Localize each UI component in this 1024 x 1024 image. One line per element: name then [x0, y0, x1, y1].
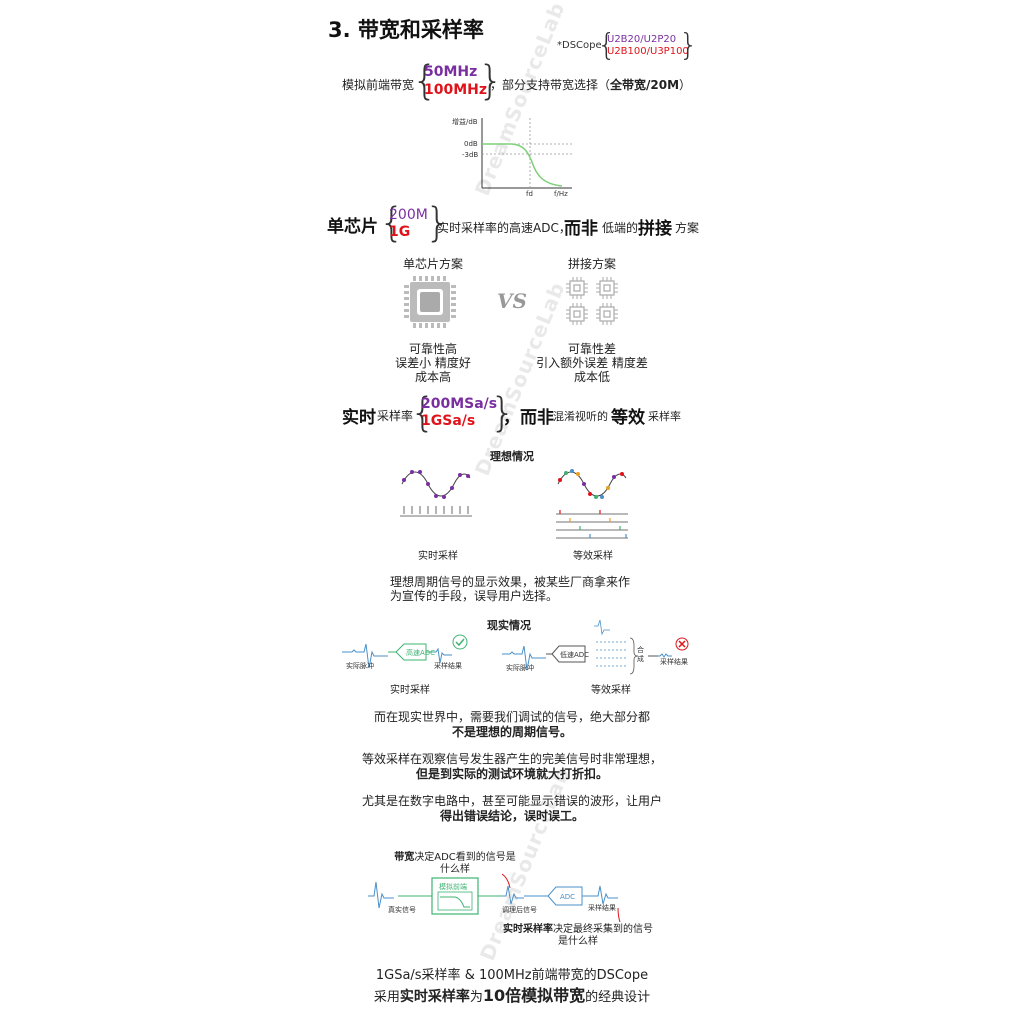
single-chip-tail: 方案 — [675, 221, 700, 235]
reality-right-caption: 等效采样 — [591, 685, 631, 696]
ideal-desc-2: 为宣传的手段，误导用户选择。 — [390, 589, 559, 603]
chain-conditioned: 调理后信号 — [502, 905, 537, 914]
reality-synth-text-2: 成 — [637, 654, 644, 663]
reality-realtime-diagram: 高速ADC 实际脉冲 采样结果 — [342, 634, 468, 670]
analog-bw-v2: 100MHz — [424, 82, 488, 98]
reality-high-adc: 高速ADC — [406, 648, 435, 657]
realtime-v2: 1GSa/s — [421, 413, 476, 429]
single-chip-low: 低端的 — [602, 221, 639, 235]
realtime-equiv: 等效 — [611, 408, 645, 428]
footer-line-2: 采用实时采样率为10倍模拟带宽的经典设计 — [373, 986, 651, 1005]
reality-synth-text: 合 — [637, 645, 644, 654]
vs-label: VS — [497, 289, 527, 313]
chain-result: 采样结果 — [588, 903, 616, 912]
single-chip-mid: 实时采样率的高速ADC， — [437, 221, 571, 235]
chain-true-signal: 真实信号 — [388, 905, 416, 914]
analog-bw-brace-right: } — [478, 58, 504, 104]
splice-chips-icon — [566, 277, 618, 325]
compare-left-line-2: 误差小 精度好 — [395, 356, 471, 370]
single-chip-splice: 拼接 — [638, 219, 672, 239]
ideal-equivalent-diagram — [556, 469, 628, 539]
single-chip-lead: 单芯片 — [327, 217, 378, 237]
realtime-tail: 采样率 — [648, 410, 681, 423]
analog-bw-label: 模拟前端带宽 — [342, 78, 415, 92]
reality-synth: 合 成 — [637, 645, 646, 663]
ideal-left-caption: 实时采样 — [418, 551, 458, 562]
section-title: 3. 带宽和采样率 — [328, 18, 484, 42]
paragraph-3: 尤其是在数字电路中，甚至可能显示错误的波形，让用户 得出错误结论，误时误工。 — [361, 794, 662, 823]
analog-bw-suffix: ，部分支持带宽选择（全带宽/20M） — [490, 78, 692, 92]
bode-ylabel: 增益/dB — [452, 117, 478, 126]
models-brace-right: } — [679, 28, 699, 63]
realtime-brace-right: } — [490, 390, 516, 436]
paragraph-2: 等效采样在观察信号发生器产生的完美信号时非常理想， 但是到实际的测试环境就大打折… — [361, 752, 662, 781]
ideal-realtime-diagram — [400, 470, 472, 517]
compare-right-line-3: 成本低 — [573, 370, 610, 384]
bode-0db: 0dB — [464, 140, 478, 148]
compare-right-title: 拼接方案 — [567, 257, 616, 271]
bode-xlabel: f/Hz — [554, 190, 568, 198]
ideal-title: 理想情况 — [490, 450, 534, 463]
single-chip-v1: 200M — [389, 207, 428, 223]
reality-actual-pulse-right: 实际脉冲 — [506, 663, 534, 672]
signal-chain-diagram: 模拟前端 ADC 真实信号 调理后信号 采样结果 — [368, 873, 621, 923]
bode-plot: 增益/dB 0dB -3dB fd f/Hz — [452, 117, 572, 198]
ideal-desc-1: 理想周期信号的显示效果，被某些厂商拿来作 — [390, 575, 631, 589]
realtime-not: ，而非 — [503, 408, 554, 428]
chain-frontend: 模拟前端 — [439, 882, 467, 891]
chain-adc: ADC — [560, 893, 575, 901]
models-red: U2B100/U3P100 — [607, 46, 689, 57]
single-chip-v2: 1G — [389, 224, 411, 240]
reality-equivalent-diagram: 低速ADC 合 成 实际脉冲 采样结果 — [502, 619, 689, 675]
realtime-lead2: 采样率 — [377, 409, 414, 423]
single-chip-brace-right: } — [425, 200, 451, 246]
compare-left-line-1: 可靠性高 — [408, 342, 457, 356]
realtime-brace-left: { — [410, 390, 436, 436]
reality-title: 现实情况 — [487, 619, 531, 632]
realtime-lead: 实时 — [342, 408, 376, 428]
reality-left-caption: 实时采样 — [390, 685, 430, 696]
ideal-right-caption: 等效采样 — [573, 551, 613, 562]
reality-actual-pulse-left: 实际脉冲 — [346, 661, 374, 670]
compare-left-line-3: 成本高 — [414, 370, 451, 384]
single-chip-icon — [404, 276, 456, 328]
reality-low-adc: 低速ADC — [560, 650, 589, 659]
compare-right-line-1: 可靠性差 — [567, 342, 616, 356]
compare-left-title: 单芯片方案 — [402, 257, 463, 271]
realtime-mix: 混淆视听的 — [553, 410, 608, 423]
single-chip-not: 而非 — [564, 219, 598, 239]
bode-fd: fd — [526, 190, 533, 198]
paragraph-1: 而在现实世界中，需要我们调试的信号，绝大部分都 不是理想的周期信号。 — [373, 710, 650, 739]
compare-right-line-2: 引入额外误差 精度差 — [536, 356, 648, 370]
models-prefix: *DSCope — [557, 40, 602, 51]
reality-result-right: 采样结果 — [660, 657, 688, 666]
single-chip-brace-left: { — [379, 200, 405, 246]
samplerate-note: 实时采样率决定最终采集到的信号 是什么样 — [503, 924, 653, 947]
models-brace-left: { — [597, 28, 617, 63]
bode-3db: -3dB — [462, 151, 478, 159]
bandwidth-note: 带宽决定ADC看到的信号是 什么样 — [394, 852, 516, 875]
models-purple: U2B20/U2P20 — [607, 34, 677, 45]
analog-bw-v1: 50MHz — [424, 64, 478, 80]
footer-line-1: 1GSa/s采样率 & 100MHz前端带宽的DSCope — [375, 968, 649, 983]
reality-result-left: 采样结果 — [434, 661, 462, 670]
analog-bw-brace-left: { — [412, 58, 438, 104]
realtime-v1: 200MSa/s — [421, 396, 498, 412]
